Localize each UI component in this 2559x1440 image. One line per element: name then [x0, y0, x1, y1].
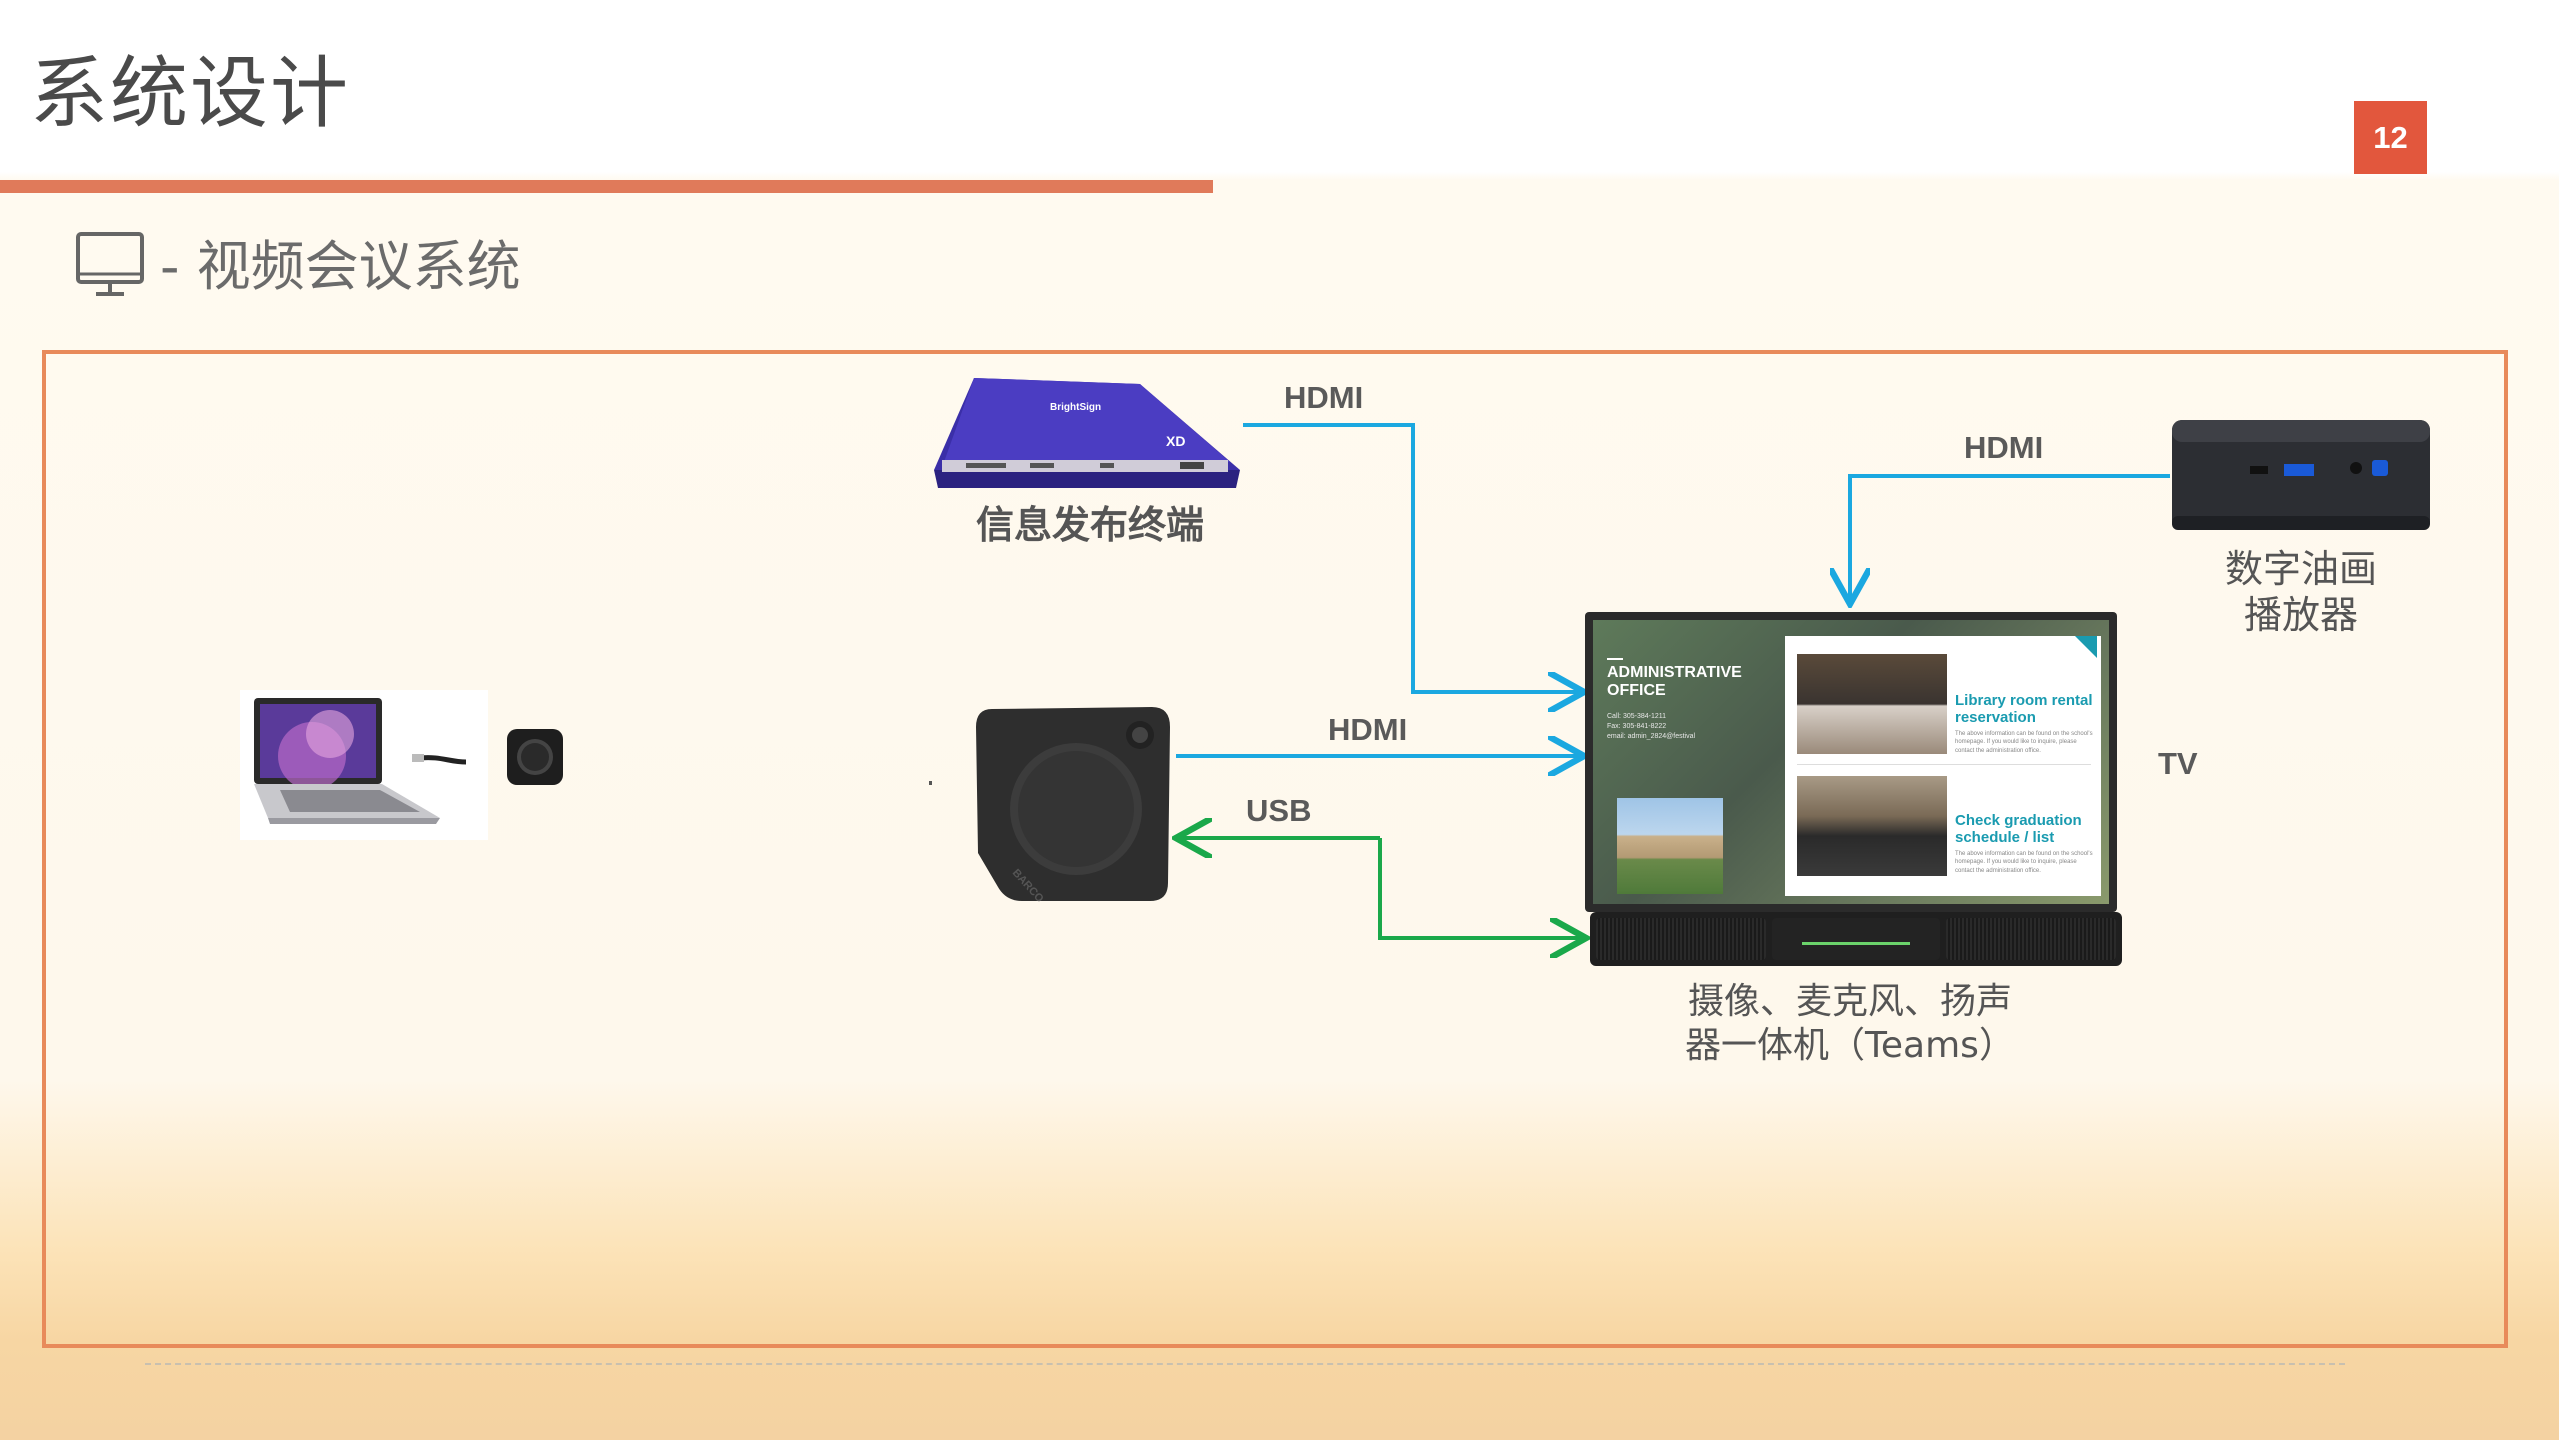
soundbar-indicator-light	[1802, 942, 1910, 945]
card1-title: Library room rental reservation	[1955, 692, 2093, 727]
hdmi-label-signage: HDMI	[1284, 380, 1364, 415]
tv-screen: ADMINISTRATIVE OFFICE Call: 305-384-1211…	[1593, 620, 2109, 904]
hdmi-link-nuc	[1850, 474, 2170, 600]
clickshare-button-dongle	[505, 727, 565, 787]
panel-divider	[1797, 764, 2091, 765]
page-number-badge: 12	[2354, 101, 2427, 174]
tv-display: ADMINISTRATIVE OFFICE Call: 305-384-1211…	[1585, 612, 2117, 912]
screen-contact-line: Fax: 305-841-8222	[1607, 722, 1667, 730]
page-title: 系统设计	[30, 49, 351, 139]
screen-accent-line	[1607, 658, 1623, 660]
usb-label: USB	[1246, 793, 1312, 828]
dashed-divider	[145, 1363, 2345, 1365]
college-photo	[1617, 798, 1723, 894]
nuc-mini-pc-device	[2170, 416, 2432, 534]
card1-text: The above information can be found on th…	[1955, 731, 2093, 754]
camera-soundbar-label: 摄像、麦克风、扬声 器一体机（Teams）	[1640, 980, 2060, 1068]
screen-info-panel: Library room rental reservation The abov…	[1785, 636, 2101, 896]
signage-player-device: BrightSign XD	[930, 370, 1250, 500]
hdmi-label-nuc: HDMI	[1964, 430, 2044, 465]
soundbar-camera-module	[1772, 918, 1940, 960]
signage-player-label: 信息发布终端	[975, 503, 1204, 547]
camera-label-line2: 器一体机（Teams）	[1685, 1024, 2015, 1066]
diagram-frame	[42, 350, 2508, 1348]
section-subtitle: - 视频会议系统	[160, 235, 521, 298]
section-heading: - 视频会议系统	[74, 232, 521, 302]
stray-dot	[929, 781, 932, 785]
usb-link-to-camera	[1378, 838, 1582, 938]
hdmi-link-signage	[1243, 423, 1580, 692]
screen-heading: ADMINISTRATIVE OFFICE	[1607, 664, 1742, 699]
signage-brand-text: BrightSign	[1050, 402, 1101, 413]
monitor-icon	[74, 230, 146, 304]
soundbar-grill-left	[1596, 918, 1766, 960]
nuc-label-line1: 数字油画	[2224, 547, 2377, 591]
signage-model-text: XD	[1166, 433, 1185, 449]
card2-title: Check graduation schedule / list	[1955, 812, 2082, 847]
screen-contact-block: Call: 305-384-1211 Fax: 305-841-8222 ema…	[1607, 712, 1757, 741]
nuc-label-line2: 播放器	[2243, 593, 2358, 638]
nuc-label: 数字油画 播放器	[2170, 546, 2432, 639]
title-accent-bar	[0, 180, 1213, 193]
card2-text: The above information can be found on th…	[1955, 851, 2093, 874]
tv-label: TV	[2158, 746, 2198, 781]
screen-contact-line: Call: 305-384-1211	[1607, 713, 1667, 720]
panel-corner-accent	[2075, 636, 2097, 658]
camera-label-line1: 摄像、麦克风、扬声	[1687, 981, 2012, 1022]
screen-contact-line: email: admin_2824@festival	[1607, 732, 1696, 740]
camera-soundbar-device	[1590, 912, 2122, 966]
library-photo	[1797, 654, 1947, 754]
hdmi-label-clickshare: HDMI	[1328, 712, 1408, 747]
laptop-device	[240, 690, 570, 840]
soundbar-grill-right	[1946, 918, 2116, 960]
graduation-photo	[1797, 776, 1947, 876]
clickshare-base-unit: BARCO	[972, 703, 1174, 905]
